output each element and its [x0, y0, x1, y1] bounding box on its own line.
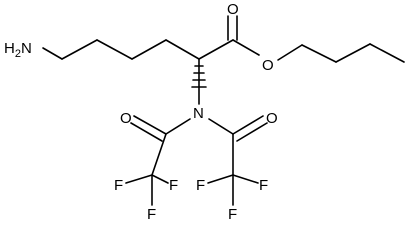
bond-nimide-cleft	[165, 118, 191, 135]
bond-cright-o-double-2	[236, 122, 268, 142]
bond-c3-calpha	[165, 39, 200, 60]
ester-oxygen: O	[262, 57, 274, 74]
right-carbonyl-oxygen: O	[266, 110, 278, 127]
atom-label-layer: H2N O O N O O F F F F F F	[4, 1, 278, 223]
stereo-hash	[191, 65, 207, 88]
bond-cf3right-f2	[232, 174, 259, 184]
bond-nimide-cright	[208, 118, 234, 135]
fluorine-right-3: F	[228, 206, 237, 223]
bond-c6-c5	[61, 39, 98, 60]
structure-diagram: H2N O O N O O F F F F F F	[4, 1, 405, 223]
bond-cleft-o-double-2	[130, 122, 163, 142]
bond-cf3right-f1	[207, 174, 234, 184]
bond-layer	[42, 15, 405, 206]
imide-nitrogen: N	[193, 105, 204, 122]
left-carbonyl-oxygen: O	[120, 110, 132, 127]
amine-subscript: 2	[15, 48, 21, 60]
bond-cright-o-double-1	[232, 115, 264, 135]
amine-label: H2N	[4, 40, 32, 60]
bond-cester-oester	[232, 39, 260, 56]
bond-cb3-cb4	[369, 43, 405, 63]
amine-n: N	[21, 40, 32, 57]
fluorine-right-2: F	[259, 177, 268, 194]
bond-cf3left-f2	[151, 174, 169, 184]
bond-cb1-cb2	[301, 44, 337, 63]
bond-oester-cb1	[277, 44, 303, 61]
fluorine-left-1: F	[114, 177, 123, 194]
fluorine-right-1: F	[196, 177, 205, 194]
bond-calpha-cester	[198, 39, 234, 60]
ester-carbonyl-oxygen: O	[227, 1, 239, 18]
bond-c5-c4	[96, 39, 133, 60]
bond-cleft-o-double-1	[133, 115, 167, 135]
bond-n-c6	[42, 47, 63, 60]
fluorine-left-3: F	[147, 206, 156, 223]
bond-cb2-cb3	[335, 43, 371, 63]
amine-h: H	[4, 40, 15, 57]
bond-cf3left-f1	[125, 174, 153, 184]
bond-c4-c3	[131, 39, 167, 60]
fluorine-left-2: F	[169, 177, 178, 194]
bond-cleft-cf3	[151, 133, 167, 176]
